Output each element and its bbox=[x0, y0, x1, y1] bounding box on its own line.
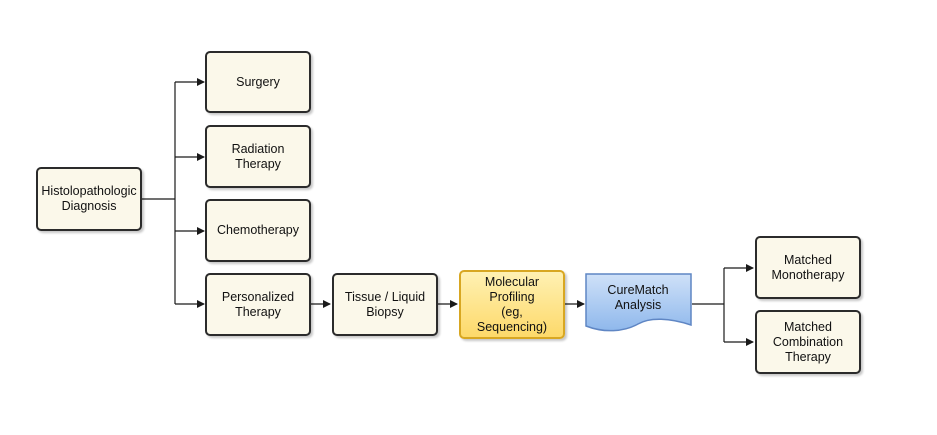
node-radiation-therapy: Radiation Therapy bbox=[205, 125, 311, 188]
node-matched-combination-therapy: Matched Combination Therapy bbox=[755, 310, 861, 374]
node-personalized-therapy: Personalized Therapy bbox=[205, 273, 311, 336]
node-tissue-liquid-biopsy: Tissue / Liquid Biopsy bbox=[332, 273, 438, 336]
node-curematch-analysis: CureMatch Analysis bbox=[607, 283, 669, 312]
node-chemotherapy: Chemotherapy bbox=[205, 199, 311, 262]
curematch-document-shape bbox=[585, 273, 692, 332]
node-matched-monotherapy: Matched Monotherapy bbox=[755, 236, 861, 299]
node-histolopathologic-diagnosis: Histolopathologic Diagnosis bbox=[36, 167, 142, 231]
node-surgery: Surgery bbox=[205, 51, 311, 113]
node-molecular-profiling: Molecular Profiling (eg, Sequencing) bbox=[459, 270, 565, 339]
